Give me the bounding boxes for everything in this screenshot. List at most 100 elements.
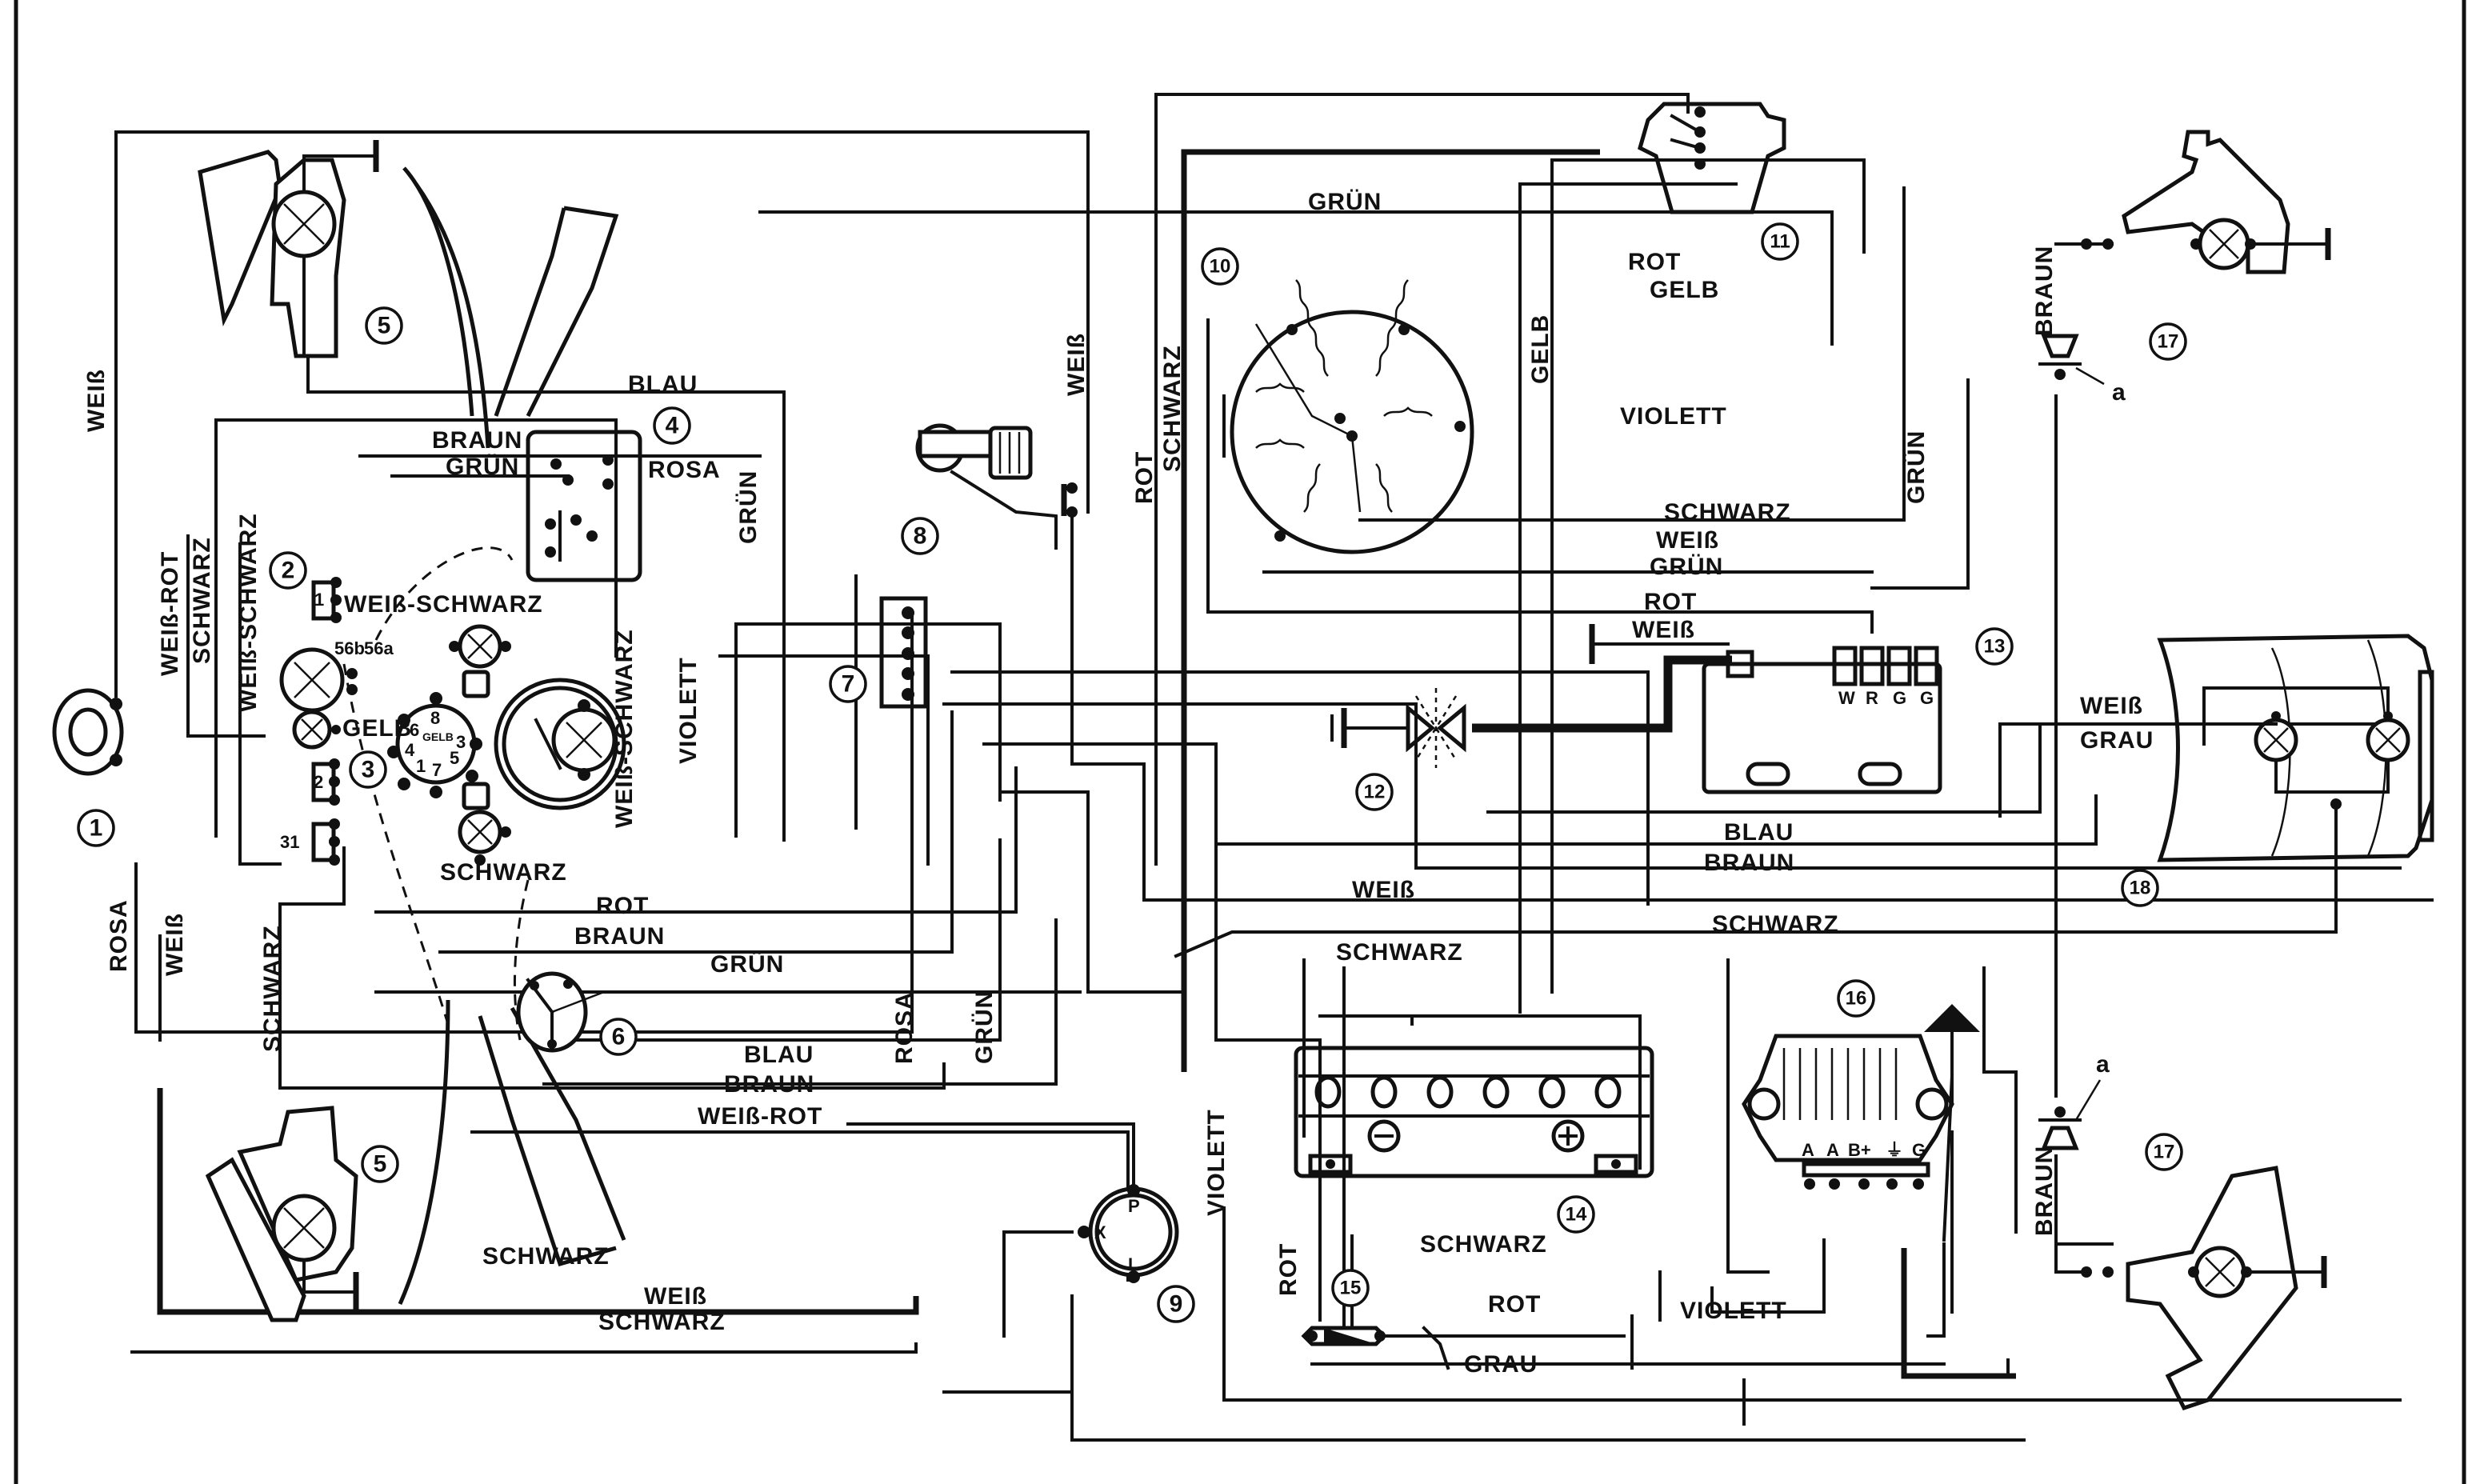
wire-label: WEIß-SCHWARZ	[344, 591, 543, 618]
wire-label: ROT	[1131, 451, 1158, 504]
switch-11-icon	[1638, 102, 1786, 214]
callout-17-top: 17	[2149, 322, 2187, 361]
component-numbers: 1 2 3 4 5 5 6 7 8 9 10 11 12 13 14 15 16…	[77, 222, 2187, 1323]
wire-label: ROT	[1628, 249, 1681, 275]
callout-18: 18	[2121, 869, 2159, 907]
regulator-pin-a1: A	[1802, 1140, 1814, 1160]
svg-text:8: 8	[914, 523, 927, 550]
wire-label: ROT	[1644, 589, 1697, 615]
wire-label: ROSA	[891, 991, 918, 1064]
ignition-pin-l: L	[1128, 1254, 1138, 1274]
turn-signal-front-top-icon	[198, 140, 490, 449]
wire-label: BLAU	[628, 371, 698, 398]
wire-label: SCHWARZ	[259, 925, 286, 1052]
fuse-icon	[1301, 1326, 1387, 1346]
wire-label: WEIß-ROT	[698, 1103, 822, 1130]
wire-label: BLAU	[744, 1042, 814, 1068]
block2-pin-56a: 56a	[364, 638, 394, 658]
ht-lead	[1472, 655, 1732, 733]
turn-signal-front-bottom-icon	[205, 999, 450, 1322]
voltage-regulator-icon: A A B+ ⏚ G	[1742, 1004, 1980, 1190]
wire-label: WEIß-ROT	[157, 551, 183, 676]
ignition-pin-x: X	[1094, 1222, 1106, 1242]
conn3-pin-4: 4	[405, 740, 415, 760]
wire-label: WEIß	[1352, 877, 1415, 903]
wire-label: SCHWARZ	[1664, 499, 1791, 526]
regulator-pin-bplus: B+	[1848, 1140, 1871, 1160]
indicator-bulb-gelb-icon	[292, 710, 341, 750]
wire-label: VIOLETT	[675, 657, 702, 764]
conn3-pin-1: 1	[416, 756, 426, 776]
handlebar-grip-top	[494, 206, 619, 418]
instrument-connector-icon: 8 6 GELB 4 3 1 7 5	[387, 692, 482, 798]
wire-label: WEIß	[1656, 527, 1719, 554]
wire-label: BRAUN	[2031, 1146, 2058, 1236]
wire-label: SCHWARZ	[482, 1243, 610, 1270]
svg-text:17: 17	[2158, 331, 2179, 353]
magneto-stator-icon	[1222, 279, 1474, 554]
battery-icon	[1294, 1046, 1654, 1178]
wire-label: GRÜN	[446, 454, 519, 480]
callout-15: 15	[1331, 1269, 1370, 1307]
wire-label: BRAUN	[724, 1071, 814, 1098]
svg-text:12: 12	[1364, 782, 1386, 803]
indicator-bulb-left-icon	[279, 647, 358, 713]
regulator-pin-a2: A	[1826, 1140, 1839, 1160]
svg-text:9: 9	[1170, 1291, 1183, 1318]
conn3-pin-8: 8	[430, 708, 440, 728]
module-pin-g1: G	[1893, 688, 1906, 708]
svg-text:5: 5	[378, 313, 391, 339]
wire-label: VIOLETT	[1680, 1298, 1787, 1324]
wire-label: SCHWARZ	[1712, 911, 1839, 938]
junction-block-icon	[879, 596, 928, 709]
steering-column-outline	[342, 546, 530, 1041]
wire-label: BRAUN	[574, 923, 665, 950]
callout-3: 3	[349, 750, 387, 789]
connector-a-bottom-icon: a	[2038, 1051, 2110, 1150]
wire-label: SCHWARZ	[598, 1309, 726, 1335]
svg-text:4: 4	[666, 413, 679, 439]
regulator-pin-ground: ⏚	[1886, 1140, 1903, 1160]
svg-text:2: 2	[282, 558, 295, 584]
callout-4: 4	[653, 406, 691, 445]
connector-a-top-icon: a	[2038, 334, 2126, 406]
svg-text:3: 3	[362, 757, 375, 783]
wire-label: WEIß	[644, 1283, 707, 1310]
speedometer-icon	[494, 678, 626, 810]
wire-label: GRAU	[2080, 727, 2154, 754]
wire-label: ROT	[1275, 1243, 1302, 1296]
svg-text:14: 14	[1566, 1204, 1587, 1226]
brake-light-switch-icon	[915, 423, 1078, 550]
svg-text:16: 16	[1846, 988, 1867, 1010]
wire-label: GRÜN	[1650, 554, 1723, 580]
block-lower-pin-2: 2	[314, 772, 323, 792]
connector-a-bottom-label: a	[2096, 1051, 2110, 1078]
callout-6: 6	[599, 1018, 638, 1056]
conn3-pin-gelb: GELB	[422, 730, 454, 743]
callout-9: 9	[1157, 1285, 1195, 1323]
svg-text:7: 7	[842, 671, 855, 698]
callout-16: 16	[1837, 979, 1875, 1018]
svg-text:1: 1	[90, 815, 103, 842]
svg-text:15: 15	[1340, 1278, 1362, 1299]
block2-pin-56b: 56b	[334, 638, 365, 658]
regulator-pin-g: G	[1912, 1140, 1926, 1160]
conn3-pin-3: 3	[456, 732, 466, 752]
tail-light-icon	[2157, 634, 2434, 862]
callout-1: 1	[77, 809, 115, 847]
conn3-pin-7: 7	[432, 760, 442, 780]
callout-8: 8	[901, 517, 939, 555]
wire-label: SCHWARZ	[1336, 939, 1463, 966]
switch-block-lower-icon: 2 31	[280, 758, 340, 866]
wire-label: ROSA	[648, 457, 721, 483]
switch-6-icon	[516, 971, 605, 1053]
wire-label: GRÜN	[971, 990, 998, 1064]
wire-label: ROSA	[106, 899, 132, 972]
svg-text:6: 6	[612, 1024, 626, 1050]
wire-label: GELB	[342, 715, 412, 742]
indicator-bulb-bottom-icon	[458, 782, 511, 866]
module-pin-r: R	[1866, 688, 1878, 708]
conn3-pin-5: 5	[450, 748, 459, 768]
callout-2: 2	[269, 551, 307, 590]
connector-a-top-label: a	[2112, 379, 2126, 406]
